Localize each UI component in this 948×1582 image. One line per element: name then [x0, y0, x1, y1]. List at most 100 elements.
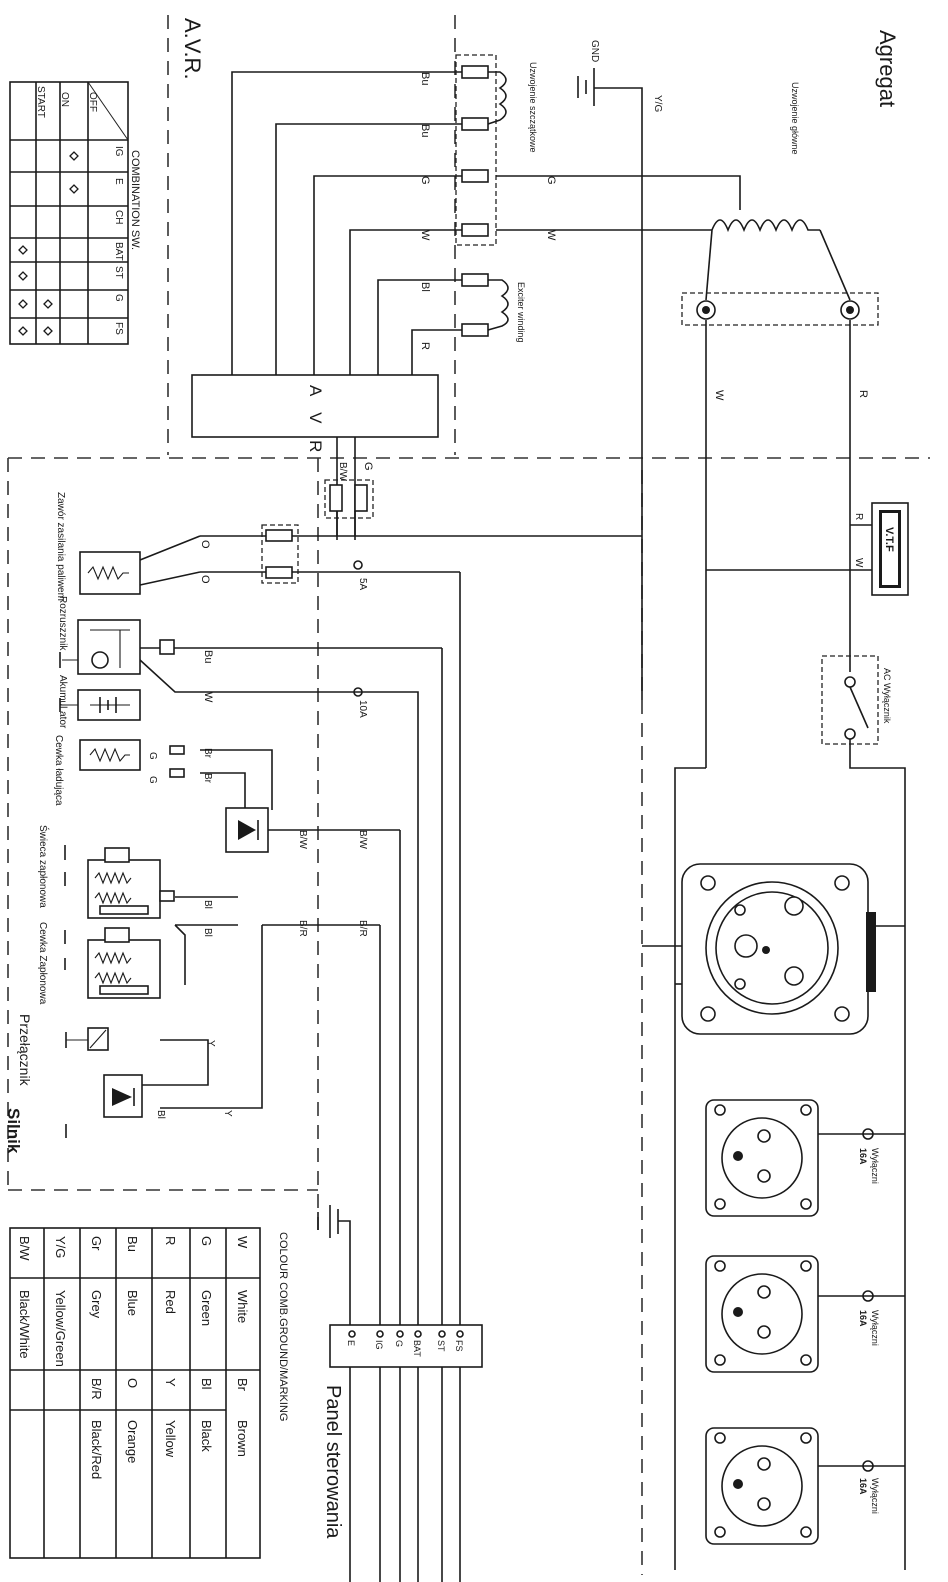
svg-text:Rozruszznik: Rozruszznik [57, 596, 68, 651]
colour-code: Br [235, 1378, 250, 1392]
svg-text:START: START [35, 86, 46, 118]
colour-code: Bl [199, 1378, 214, 1390]
svg-text:BAT: BAT [412, 1340, 422, 1357]
svg-text:G: G [113, 294, 124, 302]
svg-text:G: G [362, 462, 374, 471]
svg-text:5A: 5A [357, 578, 368, 591]
svg-text:CH: CH [113, 210, 124, 224]
title-control-panel: Panel sterowania [322, 1385, 344, 1539]
svg-text:Br: Br [202, 748, 213, 759]
svg-text:Y: Y [222, 1110, 233, 1117]
rectifier [225, 807, 269, 853]
svg-text:W: W [545, 230, 557, 241]
colour-name: Grey [89, 1290, 104, 1319]
svg-text:COLOUR COMB.GROUND/MARKING: COLOUR COMB.GROUND/MARKING [277, 1232, 289, 1421]
svg-text:Cewka Zapłonowa: Cewka Zapłonowa [37, 922, 48, 1005]
aux-winding-label: Uzwojenie szczątkowe [528, 62, 538, 153]
gnd-symbol: GND Y/G [577, 40, 663, 700]
svg-text:Bu: Bu [202, 650, 214, 663]
combination-mark [18, 245, 28, 255]
combination-mark [69, 184, 79, 194]
svg-text:E: E [113, 178, 124, 185]
colour-table: COLOUR COMB.GROUND/MARKING WWhiteBrBrown… [9, 1227, 289, 1559]
ac-switch: AC Wyłącznik [674, 655, 906, 1570]
svg-text:G: G [147, 752, 158, 760]
avr-box-label: A V R [306, 385, 325, 458]
avr-connectors [455, 54, 497, 337]
battery: Akumul ator [57, 675, 141, 729]
colour-name: White [235, 1290, 250, 1323]
terminal-block: FS ST BAT G IG E [329, 1324, 483, 1368]
colour-name: Blue [125, 1290, 140, 1316]
breaker-socket-2: Wyłączni 16A [705, 1255, 905, 1373]
svg-text:COMBINATION SW.: COMBINATION SW. [129, 150, 141, 250]
svg-text:OFF: OFF [87, 92, 98, 112]
combination-mark [69, 151, 79, 161]
aux-winding-coil: Uzwojenie szczątkowe [487, 62, 538, 153]
svg-text:Cewka ładująca: Cewka ładująca [53, 735, 64, 806]
svg-text:W: W [419, 230, 431, 241]
svg-text:Bu: Bu [419, 124, 431, 137]
spark-plug: Świeca zapłonowa [37, 825, 175, 919]
title-engine: Silnik [4, 1108, 23, 1154]
svg-text:Bu: Bu [419, 72, 431, 85]
svg-text:B/W: B/W [297, 830, 308, 849]
colour-code: Gr [89, 1236, 104, 1251]
svg-text:FS: FS [113, 322, 124, 335]
svg-text:16A: 16A [858, 1148, 868, 1165]
avr-module: A V R [191, 374, 439, 458]
colour-code: O [125, 1378, 140, 1388]
colour-code: G [199, 1236, 214, 1246]
svg-text:Wyłączni: Wyłączni [870, 1148, 880, 1184]
engine-switch: Przełącznik [17, 1014, 109, 1087]
combination-mark [18, 326, 28, 336]
svg-text:Świeca zapłonowa: Świeca zapłonowa [37, 825, 50, 908]
combination-switch-table: COMBINATION SW. OFF ON START IG E CH BAT… [9, 81, 141, 345]
main-winding: Uzwojenie główne W R [496, 82, 879, 768]
svg-text:E: E [346, 1340, 356, 1346]
starter: Rozruszznik [57, 596, 175, 675]
title-agregat: Agregat [875, 30, 900, 107]
svg-text:O: O [199, 575, 211, 584]
ignition-coil: Cewka Zapłonowa [37, 922, 161, 1005]
svg-text:G: G [394, 1340, 404, 1347]
svg-text:R: R [853, 513, 864, 520]
svg-text:16A: 16A [858, 1478, 868, 1495]
svg-text:Bl: Bl [202, 900, 213, 909]
combination-mark [18, 299, 28, 309]
breaker-socket-1: Wyłączni 16A [705, 1099, 905, 1217]
main-socket [642, 863, 905, 1035]
svg-text:16A: 16A [858, 1310, 868, 1327]
svg-text:W: W [713, 390, 725, 401]
engine-wires: O O 5A 10A Bu W Br Br B/W B/W B/R B/R Bl… [110, 479, 642, 1582]
diode-module [65, 1074, 143, 1138]
colour-code: R [163, 1236, 178, 1245]
combination-mark [43, 326, 53, 336]
charge-coil: Cewka ładująca G G [53, 735, 185, 806]
svg-text:O: O [199, 540, 211, 549]
svg-text:ST: ST [436, 1340, 446, 1352]
main-winding-label: Uzwojenie główne [790, 82, 800, 155]
panel-ground [317, 1205, 351, 1582]
svg-text:IG: IG [374, 1340, 384, 1350]
svg-text:Przełącznik: Przełącznik [17, 1014, 33, 1087]
svg-text:R: R [419, 342, 431, 350]
colour-name: Black [199, 1420, 214, 1452]
svg-text:Y/G: Y/G [652, 95, 663, 112]
svg-text:GND: GND [589, 40, 600, 62]
svg-text:Bl: Bl [155, 1110, 166, 1119]
fuel-valve: Zawór zasilania paliwem [55, 492, 201, 601]
svg-text:G: G [545, 176, 557, 185]
svg-text:G: G [147, 776, 158, 784]
svg-text:FS: FS [454, 1340, 464, 1352]
colour-code: B/W [17, 1236, 32, 1261]
svg-text:Bl: Bl [202, 928, 213, 937]
svg-text:10A: 10A [357, 700, 368, 718]
svg-text:W: W [853, 558, 864, 568]
breaker-socket-3: Wyłączni 16A [705, 1427, 905, 1545]
avr-wire-labels: Bu Bu G W Bl R G W G B/W [337, 72, 557, 481]
colour-code: W [235, 1236, 250, 1249]
combination-mark [43, 299, 53, 309]
colour-code: Y [163, 1378, 178, 1387]
